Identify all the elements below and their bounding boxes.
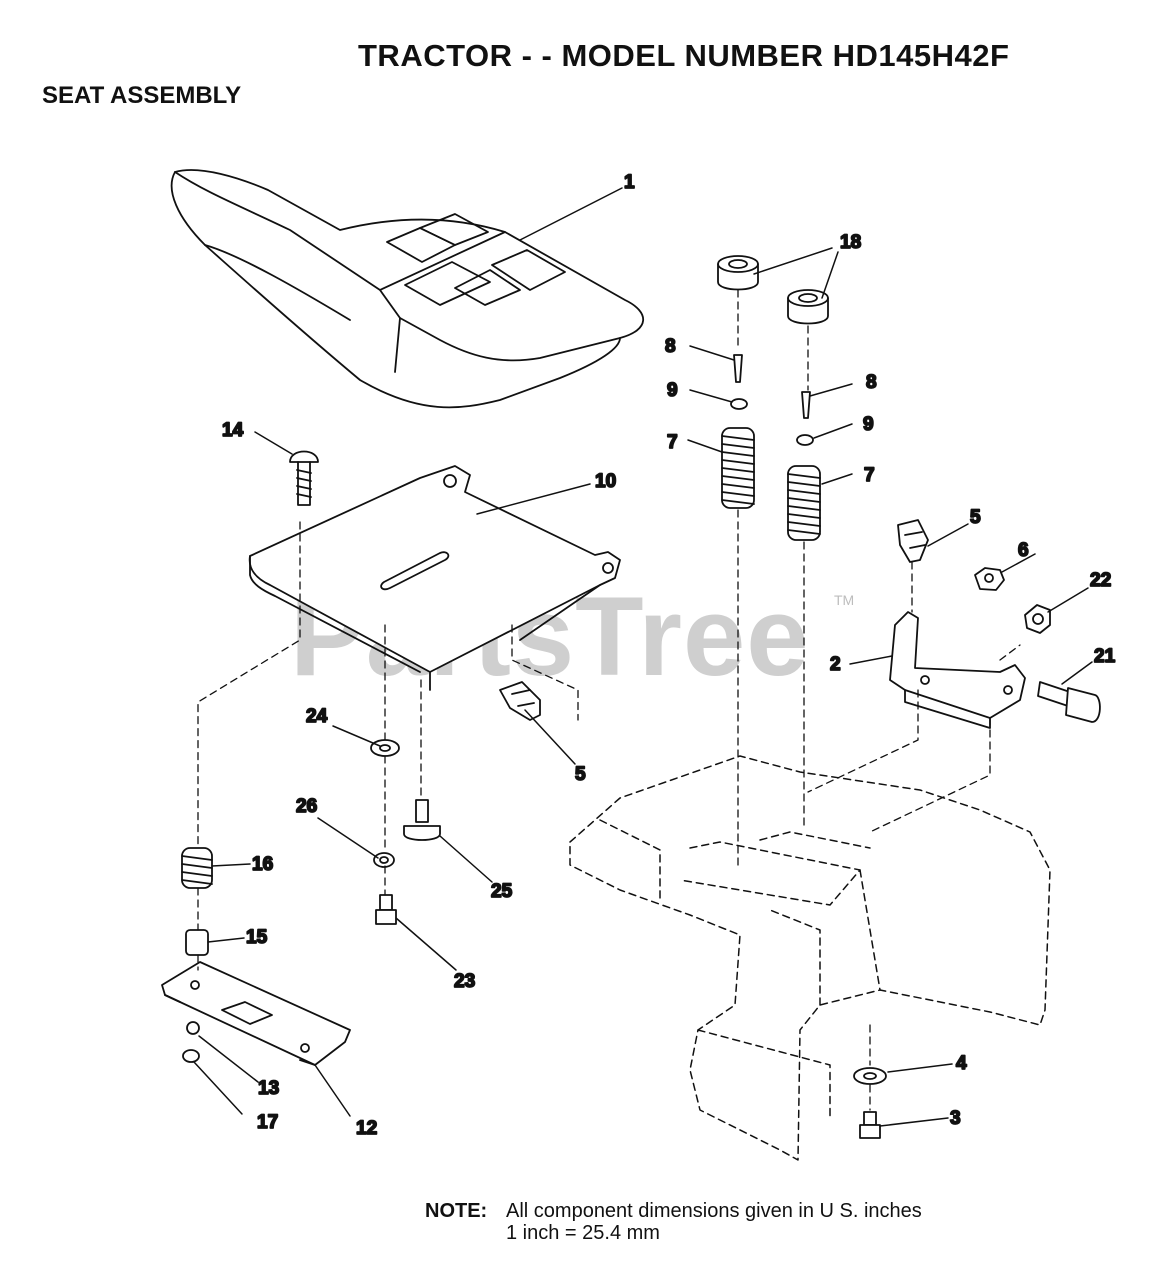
seat-part [170, 169, 644, 409]
shoulder-bolt-part [1037, 681, 1101, 723]
callout-6: 6 [1018, 540, 1029, 561]
callout-9b: 9 [863, 414, 874, 435]
callout-5b: 5 [575, 764, 586, 785]
callout-26: 26 [296, 796, 317, 817]
carriage-bolt-part [289, 450, 319, 506]
bracket-part [889, 611, 1026, 729]
alignment-lines [197, 289, 1021, 1111]
seat-pan-part [248, 465, 621, 691]
callout-5a: 5 [970, 507, 981, 528]
page-title: TRACTOR - - MODEL NUMBER HD145H42F [358, 38, 1010, 73]
callout-15: 15 [246, 927, 268, 948]
leader-lines [193, 187, 1093, 1127]
section-title: SEAT ASSEMBLY [42, 82, 242, 109]
lower-bracket-part [161, 961, 351, 1066]
note-line-1: All component dimensions given in U S. i… [506, 1200, 922, 1222]
bumper-part [717, 255, 829, 325]
callout-10: 10 [595, 471, 616, 492]
callout-9a: 9 [667, 380, 678, 401]
callout-2: 2 [830, 654, 841, 675]
pin-washer-part [730, 354, 814, 446]
callout-1: 1 [624, 172, 635, 193]
lower-spring-part [181, 847, 213, 956]
clip-part [499, 519, 929, 721]
callout-8b: 8 [866, 372, 877, 393]
callout-22: 22 [1090, 570, 1111, 591]
callout-23: 23 [454, 971, 475, 992]
callout-14: 14 [222, 420, 244, 441]
callout-7a: 7 [667, 432, 678, 453]
callout-18: 18 [840, 232, 861, 253]
hardware-part [370, 739, 441, 925]
spring-part [721, 427, 821, 541]
tractor-frame [569, 755, 1051, 1161]
note-line-2: 1 inch = 25.4 mm [506, 1222, 660, 1244]
callout-21: 21 [1094, 646, 1116, 667]
callout-13: 13 [258, 1078, 279, 1099]
callout-3: 3 [950, 1108, 961, 1129]
trademark-mark: TM [834, 592, 855, 608]
note-label: NOTE: [425, 1200, 488, 1222]
callout-4: 4 [956, 1053, 967, 1074]
callout-17: 17 [257, 1112, 278, 1133]
callout-8a: 8 [665, 336, 676, 357]
callout-25: 25 [491, 881, 513, 902]
washer-bolt-part [853, 1067, 887, 1139]
callout-7b: 7 [864, 465, 875, 486]
callout-24: 24 [306, 706, 328, 727]
callout-16: 16 [252, 854, 273, 875]
callout-12: 12 [356, 1118, 377, 1139]
nut-part [974, 567, 1051, 634]
